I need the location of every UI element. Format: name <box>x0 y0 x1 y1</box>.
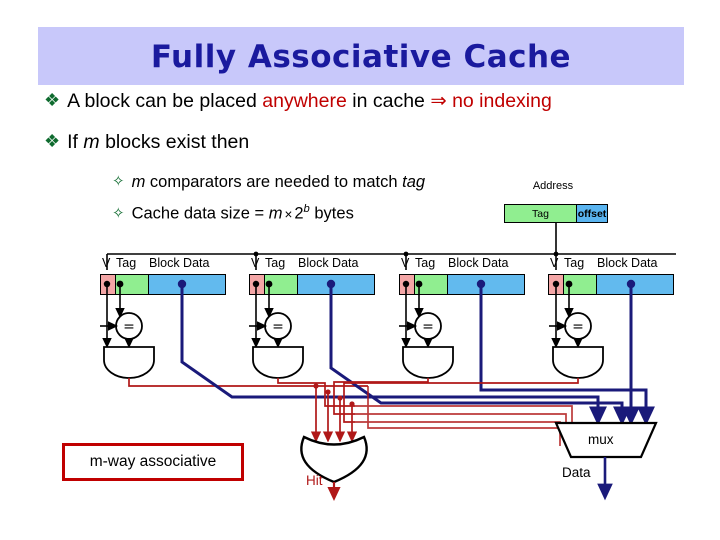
sub-bullet-2-seg-5: bytes <box>309 204 354 223</box>
data-output-label: Data <box>562 465 591 480</box>
hit-wire-3 <box>333 378 429 415</box>
comparator-2-symbol: = <box>272 319 284 335</box>
bullet-2-seg-1: m <box>83 131 100 153</box>
address-label: Address <box>532 180 574 192</box>
hit-wire-2 <box>277 378 355 407</box>
sub-bullet-item-1: ✧ m comparators are needed to match tag <box>112 172 425 192</box>
bullet-1-seg-4: no indexing <box>446 90 552 112</box>
tag-cell <box>564 275 597 294</box>
header-valid: V <box>251 256 260 270</box>
page-title: Fully Associative Cache <box>150 39 572 75</box>
bullet-marker-icon: ❖ <box>44 90 61 110</box>
header-valid: V <box>102 256 111 270</box>
cache-block-header: V Tag Block Data <box>548 256 674 273</box>
block-data-cell <box>298 275 374 294</box>
cache-column-3-logic: = <box>333 279 655 426</box>
multiply-sign-icon: × <box>284 206 293 222</box>
data-wire-3 <box>479 284 655 426</box>
bullet-item-2: ❖ If m blocks exist then <box>44 131 249 154</box>
hit-wire-4 <box>343 378 579 423</box>
sub-bullet-2-seg-1: m <box>268 204 283 223</box>
block-data-cell <box>149 275 225 294</box>
cache-column-2-logic: = <box>249 279 631 426</box>
comparator-4-symbol: = <box>572 319 584 335</box>
header-tag: Tag <box>415 256 436 270</box>
cache-block-header: V Tag Block Data <box>100 256 226 273</box>
cache-block-header: V Tag Block Data <box>399 256 525 273</box>
sub-bullet-1-seg-0: m <box>131 173 146 191</box>
mux-block <box>554 421 658 459</box>
title-banner <box>38 27 684 85</box>
mway-associative-label: m-way associative <box>89 453 217 470</box>
bullet-1-seg-2: in cache <box>346 90 431 112</box>
tag-distribution-bus <box>106 223 676 270</box>
tag-bus-junction-dots <box>253 251 559 257</box>
hit-fan-in-lines <box>310 386 358 443</box>
tag-cell <box>116 275 149 294</box>
header-block-data: Block Data <box>448 256 509 270</box>
tag-cell <box>415 275 448 294</box>
cache-column-4-logic: = <box>343 279 640 426</box>
header-block-data: Block Data <box>298 256 359 270</box>
sub-bullet-1-seg-2: tag <box>402 173 426 191</box>
header-valid: V <box>550 256 559 270</box>
or-gate-hit <box>300 435 368 484</box>
address-box: Tag offset <box>504 204 608 223</box>
mux-select-lines <box>355 386 573 446</box>
header-block-data: Block Data <box>597 256 658 270</box>
data-wire-1 <box>180 284 607 426</box>
header-tag: Tag <box>116 256 137 270</box>
header-block-data: Block Data <box>149 256 210 270</box>
cache-column-1-logic: = <box>100 279 607 426</box>
mux-label: mux <box>588 432 614 447</box>
sub-bullet-2-seg-3: 2 <box>294 204 304 223</box>
and-gate-4 <box>552 346 604 379</box>
address-tag-field: Tag <box>505 205 577 222</box>
sub-bullet-1-seg-1: comparators are needed to match <box>145 173 403 191</box>
and-gate-1 <box>103 346 155 379</box>
mway-associative-callout: m-way associative <box>62 443 244 481</box>
header-tag: Tag <box>564 256 585 270</box>
block-data-cell <box>448 275 524 294</box>
cache-block-row <box>249 274 375 295</box>
bullet-1-seg-0: A block can be placed <box>67 90 263 112</box>
cache-block-row <box>100 274 226 295</box>
sub-bullet-2-seg-0: Cache data size = <box>131 204 269 223</box>
comparator-1-symbol: = <box>123 319 135 335</box>
cache-block-header: V Tag Block Data <box>249 256 375 273</box>
bullet-marker-icon: ❖ <box>44 131 61 151</box>
bullet-2-seg-2: blocks exist then <box>99 131 250 153</box>
sub-bullet-item-2: ✧ Cache data size = m×2b bytes <box>112 203 354 224</box>
hit-output-label: Hit <box>306 473 323 488</box>
address-offset-field: offset <box>577 205 607 222</box>
implies-arrow-icon: ⇒ <box>430 90 447 112</box>
header-valid: V <box>401 256 410 270</box>
tag-cell <box>265 275 298 294</box>
hit-wire-1 <box>128 378 368 387</box>
and-gate-2 <box>252 346 304 379</box>
sub-bullet-2-superscript: b <box>303 203 310 215</box>
bullet-2-seg-0: If <box>67 131 84 153</box>
hit-line-junction-dots <box>313 383 355 407</box>
comparator-3-symbol: = <box>422 319 434 335</box>
bullet-item-1: ❖ A block can be placed anywhere in cache… <box>44 89 552 113</box>
and-gate-3 <box>402 346 454 379</box>
bullet-1-seg-1: anywhere <box>262 90 347 112</box>
sub-bullet-marker-icon: ✧ <box>112 173 125 190</box>
header-tag: Tag <box>265 256 286 270</box>
sub-bullet-marker-icon: ✧ <box>112 204 125 222</box>
